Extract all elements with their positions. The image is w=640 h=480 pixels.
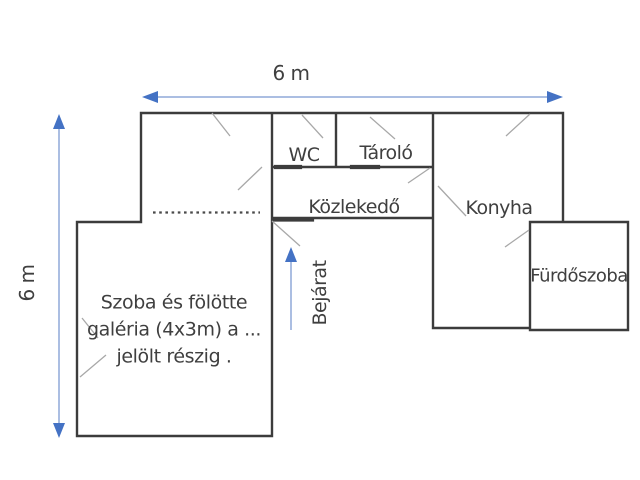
- room-description-szoba: Szoba és fölötte galéria (4x3m) a ... je…: [87, 290, 261, 371]
- top-dimension-label: 6 m: [272, 61, 310, 85]
- door-threshold-marks: [271, 164, 381, 222]
- walls-group: [75, 111, 630, 438]
- door-swing-lines: [79, 112, 531, 378]
- top-dimension-arrowhead-right: [547, 91, 563, 103]
- left-dimension-label: 6 m: [15, 264, 39, 302]
- room-label-kozlekedo: Közlekedő: [308, 196, 400, 218]
- door-swing-lines-group: [79, 112, 531, 378]
- room-label-tarolo: Tároló: [359, 142, 413, 164]
- room-description-line-2: galéria (4x3m) a ...: [86, 318, 262, 341]
- left-dimension-arrowhead-top: [53, 114, 65, 129]
- room-description-line-3: jelölt részig .: [116, 345, 232, 368]
- room-label-wc: WC: [288, 144, 320, 166]
- top-dimension-arrowhead-left: [142, 91, 158, 103]
- room-label-furdoszoba: Fürdőszoba: [530, 265, 628, 287]
- left-dimension-arrow: [53, 114, 65, 438]
- left-dimension-arrowhead-bottom: [53, 423, 65, 438]
- entrance-arrow: [285, 247, 297, 330]
- room-description-line-1: Szoba és fölötte: [100, 291, 248, 314]
- room-label-konyha: Konyha: [465, 197, 533, 219]
- entrance-arrowhead: [285, 247, 297, 262]
- entrance-label: Bejárat: [309, 260, 331, 326]
- top-dimension-arrow: [142, 91, 563, 103]
